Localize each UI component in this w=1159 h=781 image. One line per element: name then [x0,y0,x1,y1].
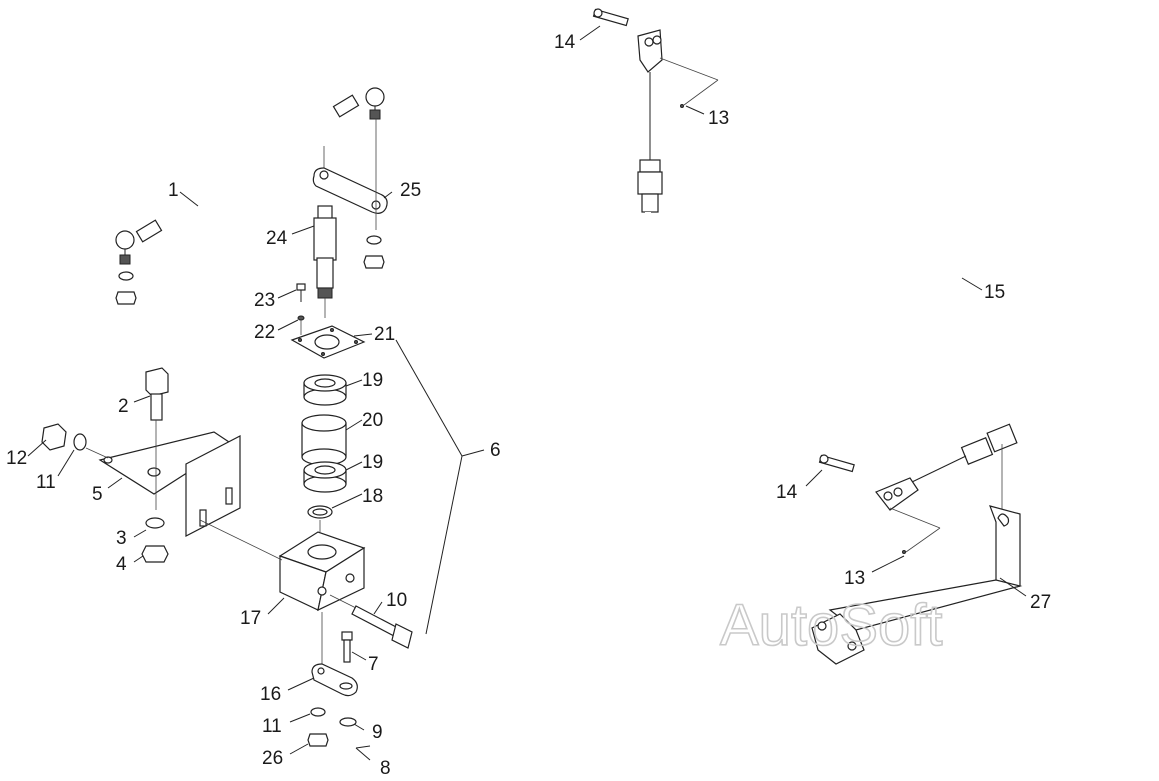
vertical-bolt-part [141,367,169,563]
flange-plate-part [290,325,366,359]
callout-14-upper: 14 [554,32,576,53]
bearing-upper-part [303,374,347,406]
control-cable-part [637,159,1143,483]
lower-clevis-part [818,454,941,554]
lower-fasteners-part [307,707,371,749]
housing-block-part [278,531,366,612]
tie-rod-part [115,87,385,305]
callout-3: 3 [116,528,127,549]
callout-26: 26 [262,748,283,769]
callout-11-left: 11 [36,472,56,493]
callout-24: 24 [266,228,288,249]
callout-7: 7 [368,654,379,675]
callout-14-lower: 14 [776,482,798,503]
callout-16: 16 [260,684,281,705]
callout-5: 5 [92,484,103,505]
callout-8: 8 [380,758,391,779]
callout-21: 21 [374,324,395,345]
left-nut-part [41,423,109,459]
callout-13-upper: 13 [708,108,729,129]
cable-bracket-part [811,444,1023,665]
lever-arm-part [312,118,388,269]
callout-20: 20 [362,410,383,431]
callout-19-lower: 19 [362,452,383,473]
callout-10: 10 [386,590,407,611]
callout-25: 25 [400,180,421,201]
callout-23: 23 [254,290,275,311]
seal-ring-part [307,505,333,532]
callout-12: 12 [6,448,27,469]
callout-2: 2 [118,396,129,417]
callout-1: 1 [168,180,179,201]
callout-leaders [27,25,1027,761]
callout-17: 17 [240,608,261,629]
callout-9: 9 [372,722,383,743]
callout-4: 4 [116,554,127,575]
callout-13-lower: 13 [844,568,865,589]
callout-15: 15 [984,282,1005,303]
bearing-lower-part [303,461,347,493]
side-bolt-part [329,594,413,649]
small-screw-part [296,283,306,335]
autosoft-watermark: AutoSoft [720,593,942,658]
callout-19-upper: 19 [362,370,383,391]
group-bracket-lines [395,339,485,635]
shaft-part [313,205,337,318]
spacer-sleeve-part [301,414,347,466]
mounting-bracket-part [98,431,283,561]
pin-part [341,631,353,663]
callout-18: 18 [362,486,383,507]
callout-6: 6 [490,440,501,461]
callout-22: 22 [254,322,275,343]
upper-clevis-part [592,8,719,160]
link-plate-part [311,612,358,697]
callout-11-lower: 11 [262,716,282,737]
callout-27: 27 [1030,592,1051,613]
